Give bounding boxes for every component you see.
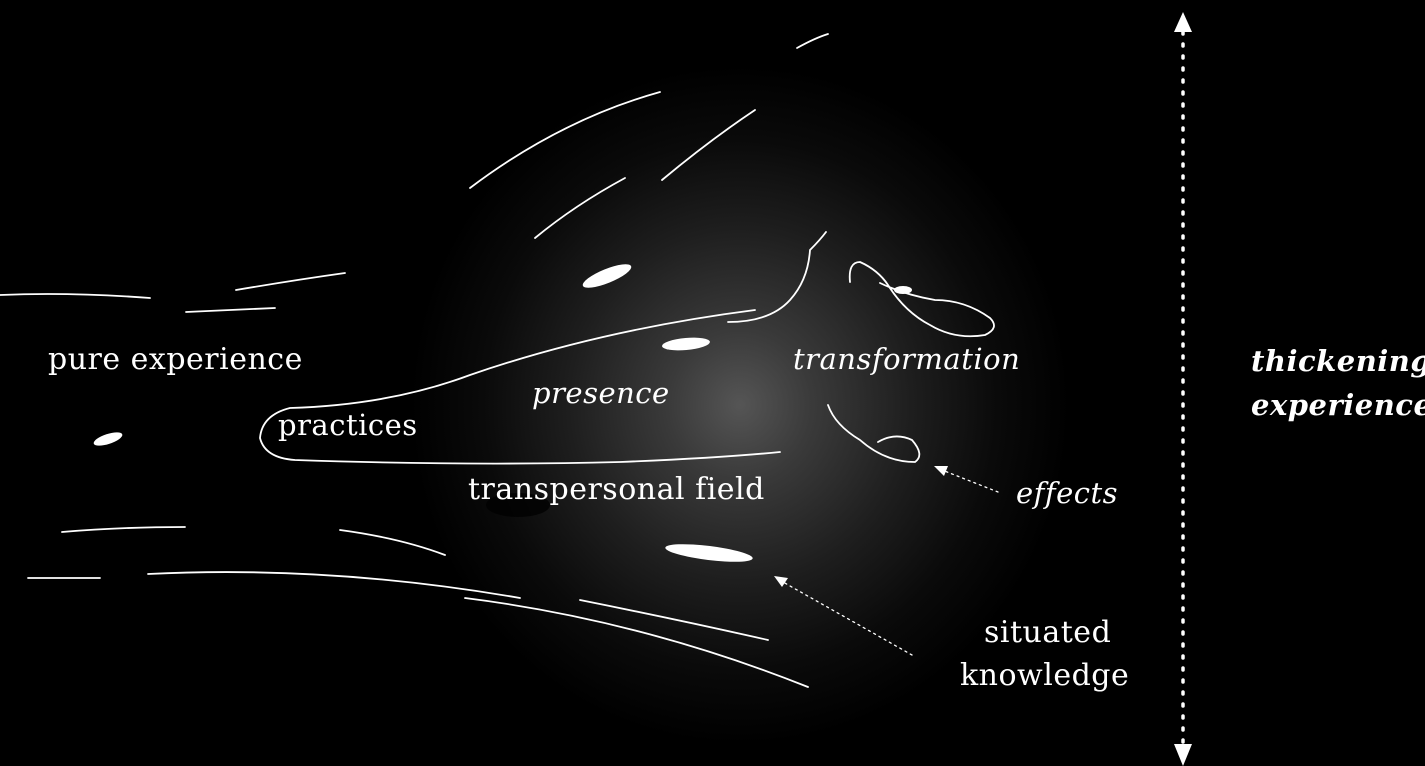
label-experience: experience bbox=[1251, 388, 1425, 422]
stroke-low-4 bbox=[147, 571, 521, 599]
blob-2 bbox=[894, 286, 912, 294]
stroke-left-1 bbox=[0, 293, 151, 299]
blob-5 bbox=[665, 544, 753, 562]
axis-arrowhead-bottom bbox=[1174, 744, 1192, 766]
effects-arrowhead bbox=[934, 466, 948, 476]
label-presence: presence bbox=[532, 376, 670, 410]
stroke-low-1 bbox=[61, 526, 186, 533]
practices-loop bbox=[259, 309, 781, 465]
axis-arrowhead-top bbox=[1174, 12, 1192, 32]
label-knowledge: knowledge bbox=[960, 658, 1130, 693]
label-thickening: thickening bbox=[1251, 344, 1425, 378]
blob-4 bbox=[93, 432, 123, 446]
situated-arrow bbox=[782, 581, 913, 656]
label-practices: practices bbox=[278, 408, 418, 442]
label-situated: situated bbox=[984, 615, 1112, 650]
blob-1 bbox=[582, 264, 632, 288]
situated-arrowhead bbox=[774, 576, 788, 587]
stroke-low-5 bbox=[464, 597, 809, 688]
stroke-low-6 bbox=[579, 599, 769, 641]
stroke-low-2 bbox=[339, 529, 446, 556]
stroke-top-2 bbox=[469, 91, 661, 189]
label-transformation: transformation bbox=[793, 342, 1021, 376]
label-effects: effects bbox=[1016, 476, 1119, 510]
blob-3 bbox=[662, 337, 710, 351]
shadow-blob bbox=[486, 493, 550, 517]
stroke-top-3 bbox=[661, 109, 756, 181]
stroke-left-3 bbox=[185, 307, 276, 313]
effects-arrow bbox=[941, 469, 999, 493]
stroke-squiggle bbox=[727, 231, 827, 323]
stroke-top-4 bbox=[534, 177, 626, 239]
label-transpersonal-field: transpersonal field bbox=[468, 472, 765, 507]
stroke-left-2 bbox=[235, 272, 346, 291]
stroke-top-1 bbox=[796, 33, 829, 49]
label-pure-experience: pure experience bbox=[48, 342, 303, 377]
transformation-hook bbox=[827, 404, 921, 463]
transformation-loop-upper bbox=[848, 261, 995, 338]
